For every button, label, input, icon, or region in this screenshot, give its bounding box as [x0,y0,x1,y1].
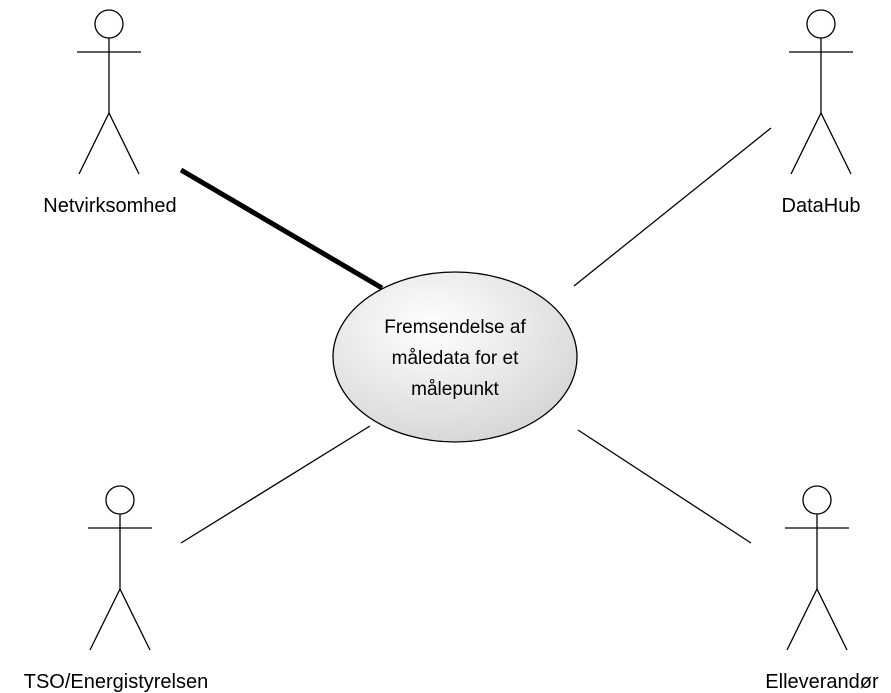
actor-label: DataHub [782,195,861,217]
actor-datahub[interactable]: DataHub [782,9,861,217]
actor-label: Netvirksomhed [43,195,176,217]
stick-figure-icon [88,485,152,651]
use-case-label-line-2: måledata for et [392,348,519,369]
use-case-label-line-1: Fremsendelse af [384,317,526,338]
actor-tso-energistyrelsen[interactable]: TSO/Energistyrelsen [24,485,209,693]
stick-figure-icon [77,9,141,175]
actor-label: TSO/Energistyrelsen [24,671,209,693]
stick-figure-icon [789,9,853,175]
use-case[interactable]: Fremsendelse af måledata for et målepunk… [332,271,578,443]
association-tso-energistyrelsen[interactable] [180,425,371,544]
actor-netvirksomhed[interactable]: Netvirksomhed [43,9,177,217]
actor-label: Elleverandør [765,671,879,693]
association-datahub[interactable] [573,127,772,287]
use-case-label-line-3: målepunkt [411,379,499,400]
stick-figure-icon [785,485,849,651]
use-case-ellipse[interactable] [332,271,578,443]
association-netvirksomhed[interactable] [179,167,384,291]
association-elleverandor[interactable] [577,429,752,544]
actor-elleverandor[interactable]: Elleverandør [765,485,879,693]
